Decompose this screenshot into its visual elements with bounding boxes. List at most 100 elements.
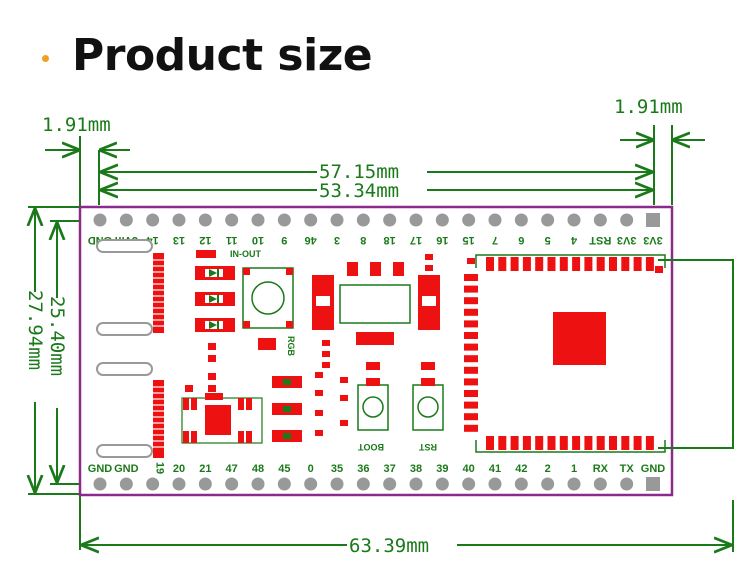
module-pad <box>522 436 531 450</box>
pin-hole <box>93 477 107 491</box>
usb-chip <box>181 393 263 444</box>
pin-hole <box>541 477 555 491</box>
pin-hole <box>567 477 581 491</box>
pin-hole <box>330 477 344 491</box>
module-pad <box>464 274 478 281</box>
bottom-pin-label: 40 <box>463 463 475 475</box>
top-pin-row <box>93 213 660 227</box>
top-pin-label: 17 <box>410 234 422 246</box>
pin-hole <box>514 477 528 491</box>
module-pad <box>464 285 478 293</box>
page-title: Product size <box>72 30 373 81</box>
module-pad <box>535 436 544 450</box>
pin-hole <box>330 213 344 227</box>
bottom-pin-label: 2 <box>545 463 551 475</box>
bottom-pin-label: 20 <box>173 463 185 475</box>
boot-silk-label: BOOT <box>357 442 384 452</box>
pin-hole <box>277 213 291 227</box>
pin-hole <box>567 213 581 227</box>
module-pad <box>596 257 605 271</box>
bottom-pin-label: TX <box>620 463 635 475</box>
pin-hole <box>356 213 370 227</box>
module-pad <box>464 424 478 432</box>
bottom-pin-label: 39 <box>436 463 448 475</box>
bottom-pin-label: GND <box>114 463 139 475</box>
pin-hole <box>198 477 212 491</box>
pin-hole <box>225 213 239 227</box>
row-spacing-label: 25.40mm <box>46 296 68 376</box>
module-pad <box>464 413 478 421</box>
passive-components <box>185 254 475 436</box>
rgb-led <box>242 267 294 350</box>
module-pad <box>559 436 568 450</box>
pin-1-square-pad <box>646 213 660 227</box>
module-pad <box>535 257 544 271</box>
top-pin-label: 10 <box>252 234 264 246</box>
top-pin-label: 5 <box>545 234 551 246</box>
module-pad <box>609 436 617 450</box>
top-pin-label: 3V3 <box>617 234 637 246</box>
module-pad <box>464 390 478 397</box>
pin-hole <box>251 213 265 227</box>
pin-hole <box>383 477 397 491</box>
bottom-pin-label: 41 <box>489 463 501 475</box>
top-pin-label: 12 <box>199 234 211 246</box>
module-pad <box>510 257 519 271</box>
rst-silk-label: RST <box>418 442 437 452</box>
module-pad <box>633 436 642 450</box>
pin-hole <box>488 477 502 491</box>
module-pad <box>609 257 617 271</box>
pin-hole <box>119 213 133 227</box>
pin-hole <box>304 213 318 227</box>
pin-hole <box>488 213 502 227</box>
diode-array <box>195 250 235 332</box>
module-pad <box>572 257 581 271</box>
bottom-pin-label: 37 <box>384 463 396 475</box>
fet-array <box>272 376 302 442</box>
pin-hole <box>462 477 476 491</box>
pin-hole <box>593 213 607 227</box>
top-pin-label: 13 <box>173 234 185 246</box>
bottom-pin-label: 38 <box>410 463 422 475</box>
pin-hole <box>356 477 370 491</box>
pin-hole <box>620 477 634 491</box>
pin-hole <box>93 213 107 227</box>
module-pad <box>655 266 663 273</box>
pin-hole <box>435 213 449 227</box>
module-pad <box>633 257 642 271</box>
usb-connector-bottom <box>96 362 164 458</box>
module-pad <box>572 436 581 450</box>
pin-hole <box>514 213 528 227</box>
top-pin-label: 9 <box>281 234 287 246</box>
bottom-pin-label: 47 <box>226 463 238 475</box>
top-pin-label: 15 <box>463 234 475 246</box>
top-pin-label: 3V3 <box>643 234 663 246</box>
module-pad <box>621 436 630 450</box>
module-pad <box>510 436 519 450</box>
pin-hole <box>277 477 291 491</box>
pin-square-pad <box>646 477 660 491</box>
right-margin-label: 1.91mm <box>614 96 683 118</box>
bottom-pin-label: 35 <box>331 463 343 475</box>
antenna-outline <box>658 259 734 449</box>
module-ground-pad <box>553 312 606 365</box>
esp32-module <box>464 254 666 453</box>
bottom-pin-label: GND <box>641 463 666 475</box>
board-width-label: 27.94mm <box>24 290 46 370</box>
module-pad <box>464 355 478 363</box>
top-pin-label: 46 <box>305 234 317 246</box>
bottom-pin-label: 36 <box>357 463 369 475</box>
top-pin-label: 16 <box>436 234 448 246</box>
pin-hole <box>541 213 555 227</box>
pin-hole <box>435 477 449 491</box>
bottom-pin-row <box>93 477 660 491</box>
module-pad <box>596 436 605 450</box>
module-pad <box>464 332 478 339</box>
usb-connector-top <box>96 239 164 336</box>
module-pad <box>584 436 593 450</box>
bottom-pin-label: 21 <box>199 463 211 475</box>
module-pad <box>498 257 507 271</box>
pin-hole <box>409 477 423 491</box>
